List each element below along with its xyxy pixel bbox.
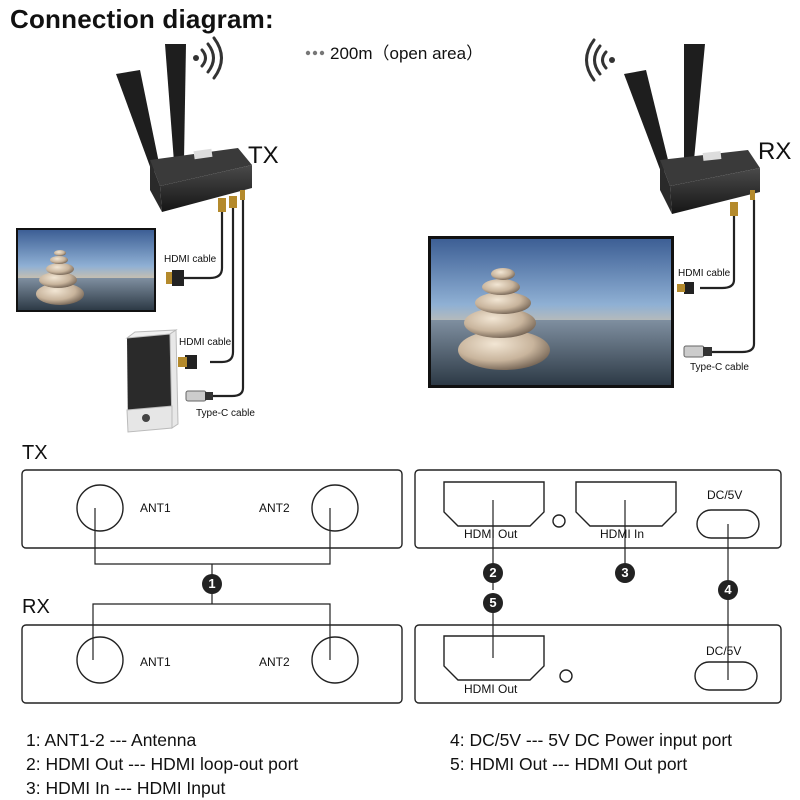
cable-label: HDMI cable (678, 268, 731, 279)
dots-icon (305, 50, 325, 56)
ant1-label: ANT1 (140, 501, 171, 515)
tx-device-image (116, 44, 252, 212)
usb-c-plug-icon (185, 390, 213, 402)
marker-4: 4 (724, 582, 732, 597)
rx-device-label: RX (758, 138, 792, 165)
hdmi-out-port (443, 481, 545, 527)
hdmi-plug-icon (178, 355, 197, 369)
legend-item: 1: ANT1-2 --- Antenna (26, 730, 197, 750)
stone-stack-image (36, 250, 84, 305)
range-label: 200m（open area） (330, 44, 484, 63)
tx-panel-left (21, 469, 403, 549)
cable-label: HDMI cable (164, 254, 217, 265)
rx-device-image (624, 44, 760, 216)
rx-panel-label: RX (22, 596, 50, 618)
tx-tv-screen (16, 228, 156, 312)
legend-item: 5: HDMI Out --- HDMI Out port (450, 754, 688, 774)
tx-cables (182, 200, 245, 398)
usb-c-plug-icon (683, 345, 712, 358)
tx-panel-right (414, 469, 782, 549)
legend-item: 3: HDMI In --- HDMI Input (26, 778, 226, 798)
cable-label: Type-C cable (196, 408, 255, 419)
rx-panel-left (21, 624, 403, 704)
cable-label: HDMI cable (179, 337, 232, 348)
hdmi-out-label: HDMI Out (464, 527, 518, 541)
hdmi-out-port (443, 635, 545, 681)
marker-2: 2 (489, 565, 497, 580)
rx-tv-screen (428, 236, 674, 388)
rx-cables (700, 200, 756, 354)
hdmi-out-label: HDMI Out (464, 682, 518, 696)
dc-label: DC/5V (707, 488, 743, 502)
hdmi-plug-icon (166, 270, 184, 286)
diagram-title: Connection diagram: (10, 4, 274, 34)
marker-5: 5 (489, 595, 497, 610)
stone-stack-image (458, 268, 550, 370)
wifi-signal-icon (193, 36, 223, 80)
marker-3: 3 (621, 565, 629, 580)
led-indicator (559, 669, 573, 683)
dc-label: DC/5V (706, 644, 742, 658)
ant2-label: ANT2 (259, 655, 290, 669)
rx-panel-right (414, 624, 782, 704)
hdmi-in-label: HDMI In (600, 527, 645, 541)
cable-label: Type-C cable (690, 362, 749, 373)
legend-item: 4: DC/5V --- 5V DC Power input port (450, 730, 733, 750)
tx-panel-label: TX (22, 442, 48, 464)
wifi-signal-icon (585, 38, 615, 82)
led-indicator (552, 514, 566, 528)
marker-circles (202, 563, 738, 613)
ant2-label: ANT2 (259, 501, 290, 515)
hdmi-in-port (575, 481, 677, 527)
marker-1: 1 (208, 576, 216, 591)
hdmi-plug-icon (677, 282, 694, 294)
tx-device-label: TX (248, 142, 279, 169)
ant1-label: ANT1 (140, 655, 171, 669)
dc-port (694, 661, 758, 691)
pc-tower-icon (125, 329, 179, 433)
legend-item: 2: HDMI Out --- HDMI loop-out port (26, 754, 299, 774)
